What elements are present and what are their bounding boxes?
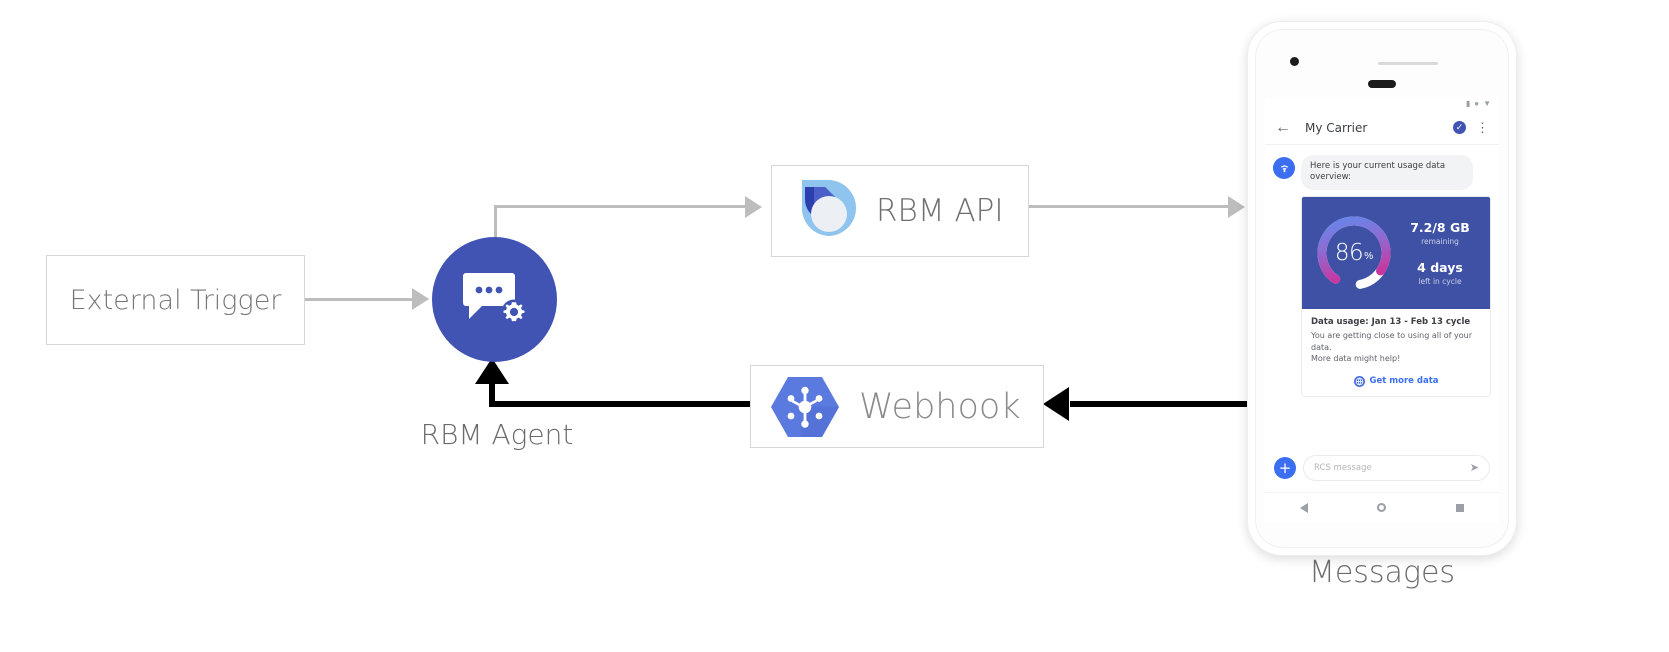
phone-caption: Messages [1308, 555, 1456, 590]
dropdown-icon: ▼ [1483, 99, 1491, 108]
back-arrow-icon[interactable]: ← [1275, 118, 1291, 136]
connector-agent-to-api [494, 205, 746, 208]
signal-icon: ▮ [1465, 99, 1471, 108]
globe-icon [1353, 375, 1365, 387]
phone-screen: ▮ ● ▼ ← My Carrier ✓ ⋮ [1265, 97, 1499, 522]
get-more-data-label: Get more data [1369, 376, 1439, 387]
webhook-label: Webhook [859, 386, 1021, 427]
card-description-line2: More data might help! [1311, 354, 1401, 364]
usage-gauge: 86 % [1312, 211, 1396, 295]
connector-webhook-to-agent-riser [489, 381, 495, 405]
arrowhead-webhook-to-agent [475, 358, 509, 384]
stat-data-remaining-value: 7.2/8 GB [1410, 220, 1470, 236]
rcs-message-placeholder: RCS message [1314, 463, 1372, 473]
nav-back-icon[interactable] [1299, 502, 1308, 513]
conversation-thread: Here is your current usage data overview… [1265, 145, 1499, 397]
usage-stats: 7.2/8 GB remaining 4 days left in cycle [1396, 220, 1480, 285]
nav-home-icon[interactable] [1377, 503, 1387, 512]
arrowhead-agent-to-api [745, 196, 762, 218]
carrier-bot-icon [1273, 157, 1295, 179]
card-description-line1: You are getting close to using all of yo… [1311, 330, 1473, 352]
earpiece-speaker [1368, 80, 1396, 88]
connector-api-to-phone [1029, 205, 1237, 208]
rcs-message-input[interactable]: RCS message ➤ [1303, 455, 1490, 481]
gauge-value-group: 86 % [1312, 211, 1396, 295]
verified-badge-icon: ✓ [1453, 121, 1466, 134]
bot-message-row: Here is your current usage data overview… [1273, 155, 1491, 190]
phone-mockup: ▮ ● ▼ ← My Carrier ✓ ⋮ [1248, 22, 1516, 555]
status-bar: ▮ ● ▼ [1265, 97, 1499, 111]
connector-trigger-to-agent [305, 298, 413, 301]
stat-days-left-value: 4 days [1417, 259, 1463, 275]
rbm-api-node[interactable]: RBM API [771, 165, 1029, 257]
get-more-data-button[interactable]: Get more data [1302, 369, 1490, 396]
external-trigger-label: External Trigger [69, 284, 282, 316]
gauge-percent-value: 86 [1334, 239, 1364, 266]
app-bar: ← My Carrier ✓ ⋮ [1265, 111, 1499, 145]
connector-webhook-to-agent-horizontal [489, 401, 751, 407]
stat-days-left-label: left in cycle [1418, 276, 1462, 286]
add-attachment-button[interactable]: + [1274, 457, 1296, 479]
webhook-hexagon-icon [771, 376, 839, 437]
stat-spacer [1400, 246, 1480, 260]
external-trigger-node[interactable]: External Trigger [46, 255, 305, 345]
bot-message-bubble: Here is your current usage data overview… [1301, 155, 1473, 190]
top-speaker-grill [1378, 62, 1438, 65]
rbm-droplet-icon [802, 180, 856, 236]
rbm-api-label: RBM API [876, 193, 1004, 229]
nav-recents-icon[interactable] [1456, 503, 1465, 512]
message-composer: + RCS message ➤ [1265, 448, 1499, 488]
connector-agent-riser [494, 205, 497, 250]
rich-card-hero: 86 % 7.2/8 GB remaining 4 days left in c… [1302, 196, 1490, 309]
android-nav-bar [1265, 492, 1499, 522]
stat-data-remaining-label: remaining [1421, 236, 1459, 246]
chat-gear-icon [462, 272, 526, 324]
arrowhead-phone-to-webhook [1043, 387, 1069, 421]
rich-card-body: Data usage: Jan 13 - Feb 13 cycle You ar… [1302, 309, 1490, 369]
arrowhead-api-to-phone [1228, 196, 1245, 218]
rbm-agent-node[interactable] [432, 237, 557, 362]
gauge-percent-unit: % [1364, 251, 1374, 263]
overflow-menu-icon[interactable]: ⋮ [1476, 120, 1489, 135]
arrowhead-trigger-to-agent [412, 288, 429, 310]
front-camera-icon [1290, 57, 1299, 66]
send-icon[interactable]: ➤ [1469, 461, 1479, 474]
card-title: Data usage: Jan 13 - Feb 13 cycle [1311, 316, 1471, 327]
webhook-node[interactable]: Webhook [750, 365, 1044, 448]
battery-icon: ● [1474, 99, 1480, 108]
connector-phone-to-webhook [1070, 401, 1250, 407]
rich-card[interactable]: 86 % 7.2/8 GB remaining 4 days left in c… [1301, 195, 1491, 397]
conversation-title: My Carrier [1305, 120, 1368, 135]
rbm-agent-label: RBM Agent [420, 418, 574, 451]
